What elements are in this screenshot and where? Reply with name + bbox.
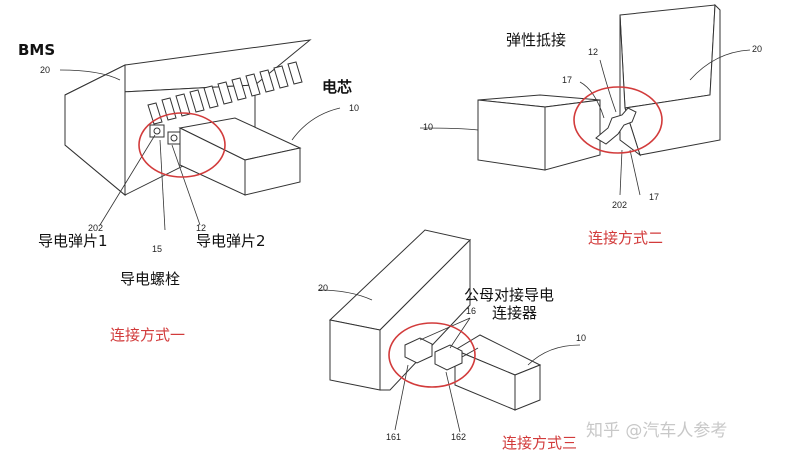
ref-161: 161 xyxy=(386,432,402,442)
ref-10-fig3: 10 xyxy=(576,333,587,343)
fig2-cell xyxy=(477,94,601,171)
fig2-elastic-contact xyxy=(595,107,637,145)
method-one-label: 连接方式一 xyxy=(110,326,186,344)
fig1-leaders xyxy=(59,69,341,231)
highlight-circles xyxy=(138,86,663,388)
tab1-label: 导电弹片1 xyxy=(38,232,108,250)
ref-20-fig1: 20 xyxy=(40,65,51,75)
ref-20-fig3: 20 xyxy=(318,283,329,293)
ref-10-fig1: 10 xyxy=(349,103,360,113)
ref-17-fig2-bottom: 17 xyxy=(649,192,660,202)
ref-15-fig1: 15 xyxy=(152,244,163,254)
fig3-cell xyxy=(453,334,542,411)
ref-12-fig1: 12 xyxy=(196,223,207,233)
method-three-label: 连接方式三 xyxy=(502,434,578,452)
fig3-leaders xyxy=(317,289,581,433)
connector-label: 连接器 xyxy=(492,304,538,322)
watermark: 知乎 @汽车人参考 xyxy=(586,421,728,441)
bolt-label: 导电螺栓 xyxy=(120,270,181,288)
ref-202-fig1: 202 xyxy=(88,223,104,233)
ref-17-fig2-top: 17 xyxy=(562,75,573,85)
elastic-label: 弹性抵接 xyxy=(506,31,567,49)
ref-202-fig2: 202 xyxy=(612,200,628,210)
fig3-highlight xyxy=(388,322,476,388)
ref-162: 162 xyxy=(451,432,467,442)
fig2-highlight xyxy=(573,86,663,154)
fig2-bms-block xyxy=(619,3,721,157)
ref-12-fig2: 12 xyxy=(588,47,599,57)
fig1-highlight xyxy=(138,112,226,178)
ref-10-fig2: 10 xyxy=(423,122,434,132)
fig1-connector-parts xyxy=(149,124,181,145)
male-female-label: 公母对接导电 xyxy=(464,286,555,304)
bms-label: BMS xyxy=(18,41,56,59)
cell-label: 电芯 xyxy=(322,78,353,96)
ref-16-fig3: 16 xyxy=(466,306,477,316)
method-two-label: 连接方式二 xyxy=(588,229,664,247)
fig1-cell xyxy=(178,117,302,196)
ref-20-fig2: 20 xyxy=(752,44,763,54)
fig3-connectors xyxy=(404,337,479,371)
fig3-bms-block xyxy=(328,229,471,391)
tab2-label: 导电弹片2 xyxy=(196,232,266,250)
